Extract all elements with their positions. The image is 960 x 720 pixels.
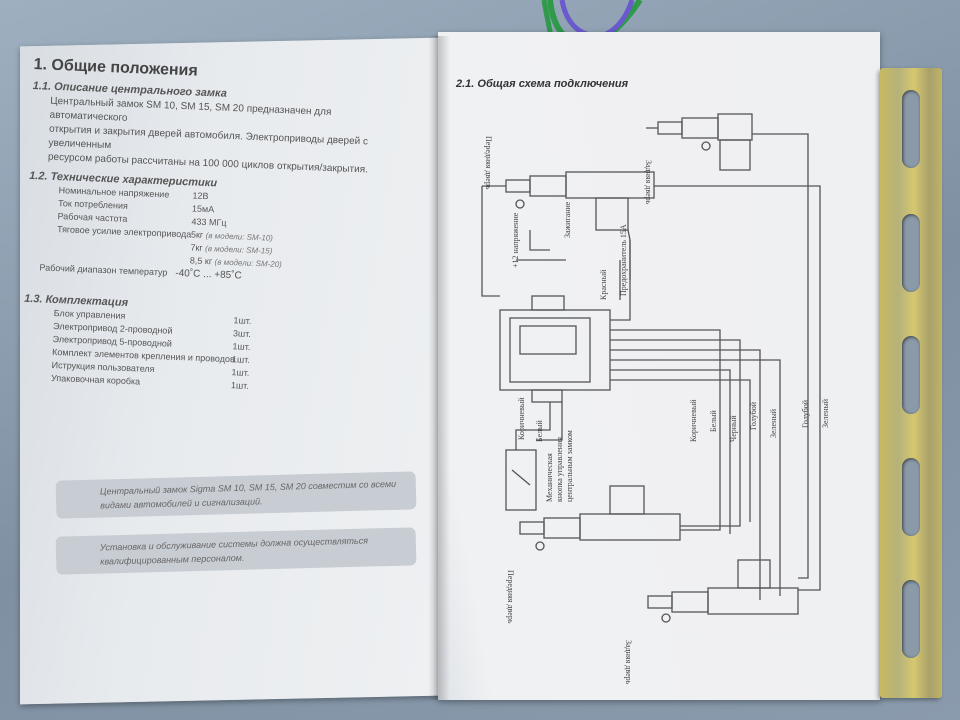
label-white: Белый: [535, 419, 544, 442]
label-wire-green-2: Зеленый: [821, 398, 830, 428]
label-fuse: Предохранитель 15А: [619, 224, 628, 296]
bracket-slot: [902, 336, 920, 414]
description-paragraph: Центральный замок SM 10, SM 15, SM 20 пр…: [47, 95, 369, 176]
bracket-slot: [902, 90, 920, 168]
left-page-content: 1. Общие положения 1.1. Описание централ…: [21, 56, 424, 400]
label-wire-blue-2: Голубой: [801, 399, 810, 428]
page-fold: [428, 36, 450, 700]
bracket-slot: [902, 458, 920, 536]
label-mech-button-1: Механическая: [545, 453, 554, 502]
diagram-title: 2.1. Общая схема подключения: [456, 78, 629, 90]
label-wire-brown: Коричневый: [689, 399, 698, 442]
bracket-slot: [902, 580, 920, 658]
metal-bracket: [880, 68, 942, 698]
control-unit: [499, 295, 611, 403]
rear-door-actuator-top: [646, 113, 753, 171]
label-brown: Коричневый: [517, 397, 526, 440]
label-mech-button-3: центральным замком: [565, 430, 574, 502]
right-page: [438, 32, 880, 700]
label-ignition: Зажигание: [563, 201, 572, 238]
front-door-actuator-bottom: [519, 485, 681, 551]
switch-box: [505, 449, 537, 511]
label-rear-door: Задняя дверь: [644, 160, 653, 205]
label-wire-white: Белый: [709, 409, 718, 432]
instruction-booklet: [20, 26, 880, 705]
label-mech-button-2: кнопка управления: [555, 437, 564, 502]
label-wire-blue: Голубой: [749, 401, 758, 430]
rear-door-actuator-bottom: [647, 559, 799, 623]
label-red: Красный: [599, 269, 608, 300]
label-wire-green: Зеленый: [769, 408, 778, 438]
label-wire-black: Черный: [729, 415, 738, 442]
front-door-actuator-top: [482, 171, 655, 231]
label-front-door: Передняя дверь: [484, 136, 493, 190]
label-plus12: +12 напряжение: [511, 212, 520, 268]
bracket-slot: [902, 214, 920, 292]
wiring-diagram: Задняя дверь Передняя дверь +12 напряжен…: [481, 113, 830, 685]
label-front-door-bottom: Передняя дверь: [506, 570, 515, 624]
label-rear-door-bottom: Задняя дверь: [624, 640, 633, 685]
